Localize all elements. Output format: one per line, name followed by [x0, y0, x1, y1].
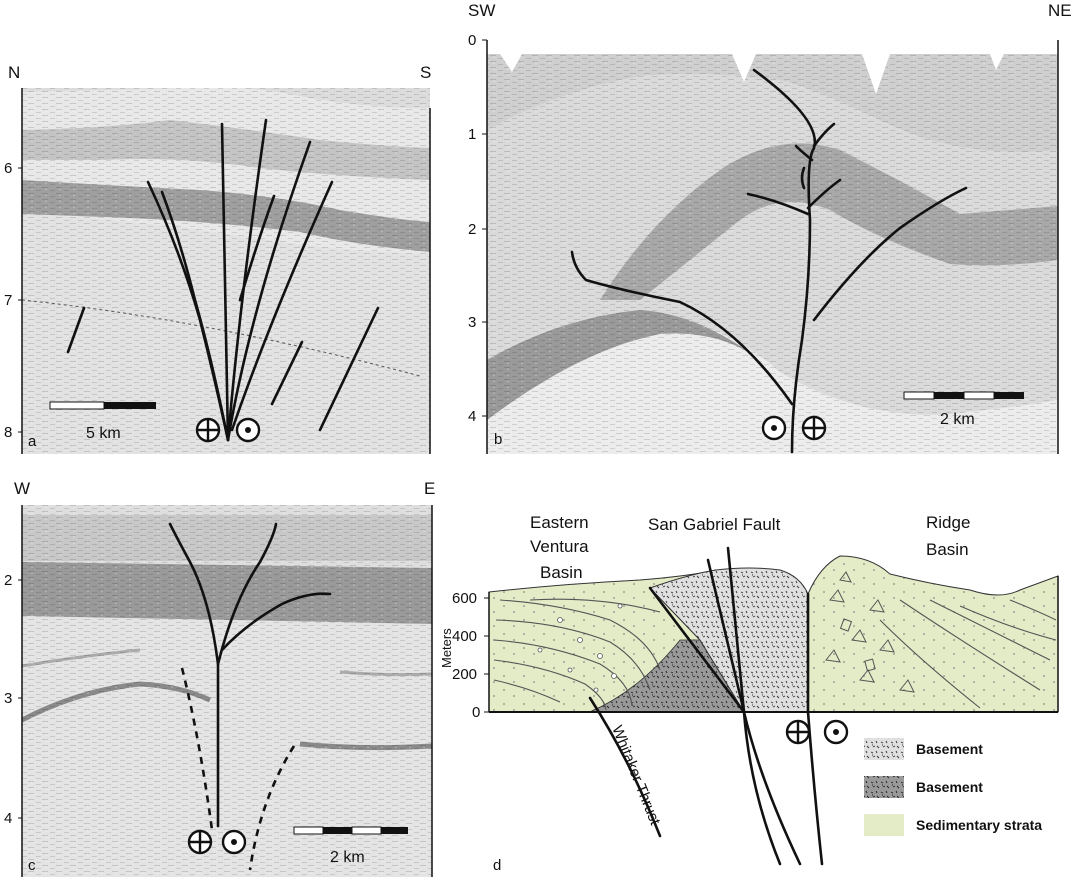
- panel-b: 0 1 2 3 4 SW NE b 2 km: [468, 1, 1072, 454]
- panel-c-seismic: [22, 505, 432, 877]
- panel-a-scale-bar: 5 km: [49, 401, 156, 442]
- panel-d-motion-symbols: [785, 719, 849, 745]
- panel-a-tick-8: 8: [4, 424, 12, 441]
- into-page-symbol: [801, 415, 827, 441]
- panel-a-motion-symbols: [195, 417, 261, 443]
- whitaker-thrust-label: Whitaker Thrust: [608, 723, 664, 828]
- ridge-clasts: [825, 571, 915, 693]
- panel-b-seismic: [487, 40, 1058, 454]
- into-page-symbol: [187, 829, 213, 855]
- panel-a-tick-7: 7: [4, 292, 12, 309]
- panel-a-dir-right: S: [420, 63, 431, 82]
- panel-c-scale-bar: 2 km: [293, 826, 408, 866]
- panel-a-faults: [66, 118, 380, 442]
- panel-c-y-ticks: 2 3 4: [4, 572, 22, 827]
- legend-label-basement-light: Basement: [916, 741, 983, 757]
- panel-c-tick-4: 4: [4, 810, 12, 827]
- panel-b-tick-3: 3: [468, 314, 476, 331]
- light-basement-block: [649, 567, 809, 713]
- panel-b-scale-label: 2 km: [940, 411, 975, 428]
- panel-b-motion-symbols: [761, 415, 827, 441]
- panel-c-dir-right: E: [424, 479, 435, 498]
- panel-b-dir-left: SW: [468, 1, 495, 20]
- panel-c-motion-symbols: [187, 829, 247, 855]
- panel-b-tick-0: 0: [468, 32, 476, 49]
- bedding-lines: [493, 598, 1057, 711]
- into-page-symbol: [785, 719, 811, 745]
- ridge-basin-strata: [807, 555, 1059, 713]
- panel-d-legend: Basement Basement Sedimentary strata: [864, 738, 1042, 836]
- panel-b-letter: b: [494, 431, 502, 448]
- panel-c-letter: c: [28, 857, 36, 874]
- panel-a: 6 7 8 N S a 5 km: [4, 63, 431, 454]
- panel-c-tick-3: 3: [4, 690, 12, 707]
- panel-a-y-ticks: 6 7 8: [4, 160, 22, 441]
- panel-d-letter: d: [493, 857, 501, 874]
- panel-c-tick-2: 2: [4, 572, 12, 589]
- out-of-page-symbol: [221, 829, 247, 855]
- panel-d-tick-0: 0: [472, 704, 480, 721]
- panel-b-dir-right: NE: [1048, 1, 1072, 20]
- panel-d-y-ticks: 600 400 200 0 Meters: [439, 590, 489, 721]
- legend-swatch-sedimentary: [864, 814, 904, 836]
- out-of-page-symbol: [823, 719, 849, 745]
- panel-c-scale-label: 2 km: [330, 849, 365, 866]
- eastern-ventura-label-3: Basin: [540, 563, 583, 582]
- panel-c-faults: [168, 522, 332, 871]
- panel-b-faults: [570, 68, 968, 454]
- san-gabriel-fault-label: San Gabriel Fault: [648, 515, 781, 534]
- out-of-page-symbol: [761, 415, 787, 441]
- panel-a-dir-left: N: [8, 63, 20, 82]
- panel-a-tick-6: 6: [4, 160, 12, 177]
- legend-swatch-light-basement: [864, 738, 904, 760]
- panel-d-tick-600: 600: [452, 590, 477, 607]
- legend-swatch-dark-basement: [864, 776, 904, 798]
- legend-label-basement-dark: Basement: [916, 779, 983, 795]
- panel-b-y-ticks: 0 1 2 3 4: [468, 32, 487, 425]
- legend-label-sedimentary: Sedimentary strata: [916, 817, 1042, 833]
- ridge-basin-label-1: Ridge: [926, 513, 970, 532]
- eastern-ventura-label-2: Ventura: [530, 537, 589, 556]
- panel-d-tick-200: 200: [452, 666, 477, 683]
- panel-d-tick-400: 400: [452, 628, 477, 645]
- panel-b-tick-1: 1: [468, 126, 476, 143]
- into-page-symbol: [195, 417, 221, 443]
- ridge-basin-label-2: Basin: [926, 540, 969, 559]
- panel-c: 2 3 4 W E c 2 km: [4, 479, 435, 877]
- panel-c-dir-left: W: [14, 479, 30, 498]
- panel-d-axis-title: Meters: [439, 628, 454, 668]
- panel-a-scale-label: 5 km: [86, 425, 121, 442]
- panel-d-faults: [588, 546, 824, 866]
- panel-b-tick-4: 4: [468, 408, 476, 425]
- out-of-page-symbol: [235, 417, 261, 443]
- panel-d: 600 400 200 0 Meters Eastern Ventura Bas…: [439, 513, 1059, 874]
- ventura-clasts: [537, 603, 623, 693]
- eastern-ventura-label-1: Eastern: [530, 513, 589, 532]
- panel-a-letter: a: [28, 433, 37, 450]
- panel-b-tick-2: 2: [468, 221, 476, 238]
- panel-b-scale-bar: 2 km: [903, 391, 1024, 428]
